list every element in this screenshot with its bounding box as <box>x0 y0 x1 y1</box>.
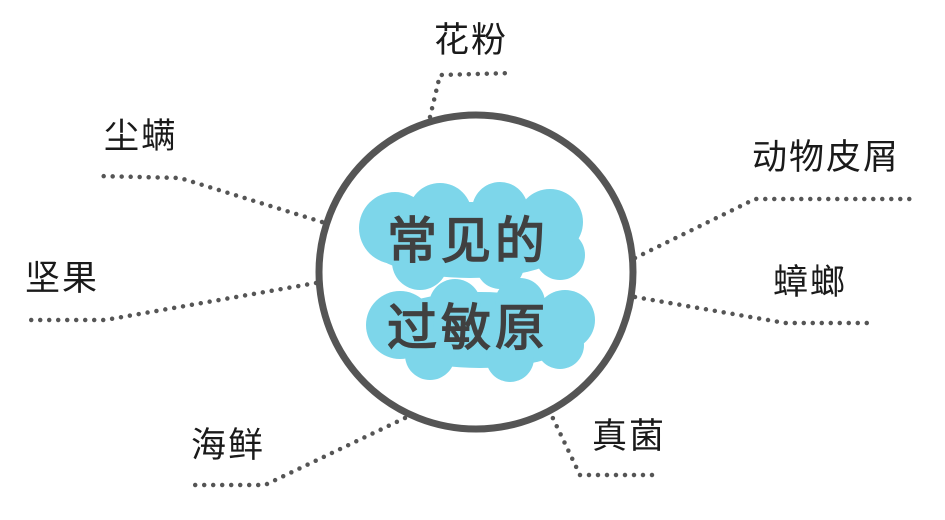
label-cockroach: 蟑螂 <box>773 263 848 303</box>
label-pet-dander: 动物皮屑 <box>752 138 901 178</box>
connector-seafood <box>184 415 408 488</box>
connector-dust-mites <box>94 173 325 225</box>
center-title-line2: 过敏原 <box>387 299 549 357</box>
connector-cockroach <box>632 294 875 326</box>
label-dust-mites: 尘螨 <box>104 117 179 157</box>
connector-pet-dander <box>632 196 915 261</box>
label-pollen: 花粉 <box>434 21 509 61</box>
label-seafood: 海鲜 <box>191 426 266 466</box>
connector-nuts <box>22 280 319 323</box>
label-fungi: 真菌 <box>592 417 667 457</box>
connector-pollen <box>427 70 515 120</box>
label-nuts: 坚果 <box>25 259 100 299</box>
cloud-bottom <box>366 278 595 382</box>
cloud-top <box>359 182 585 290</box>
connector-fungi <box>546 407 663 478</box>
center-title-line1: 常见的 <box>387 212 549 270</box>
